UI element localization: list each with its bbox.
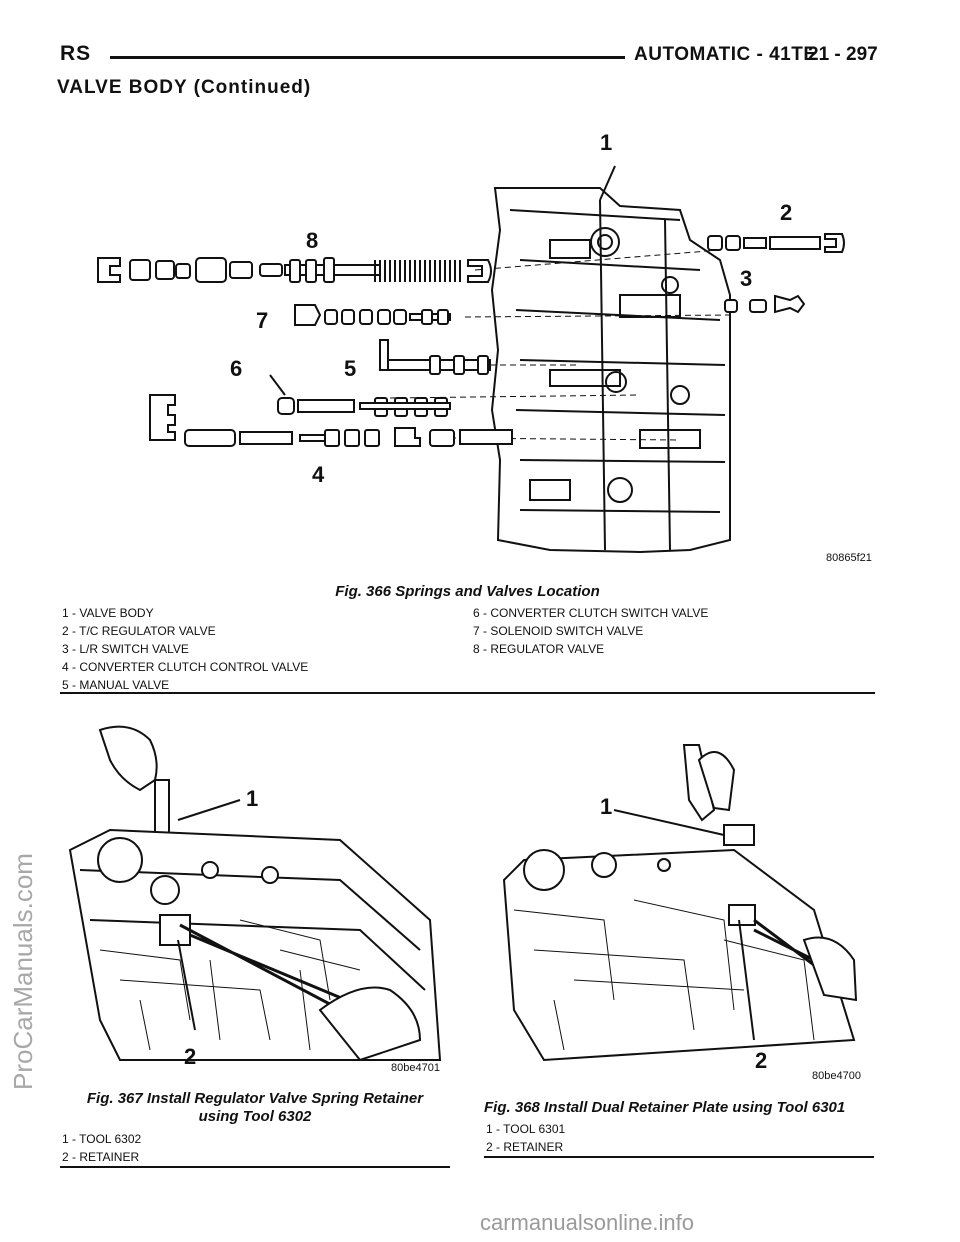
section-title: VALVE BODY (Continued) xyxy=(57,77,312,98)
fig367-code: 80be4701 xyxy=(391,1062,440,1074)
fig366-legend-left: 1 - VALVE BODY 2 - T/C REGULATOR VALVE 3… xyxy=(62,604,308,694)
fig366-callout-2: 2 xyxy=(780,200,793,225)
legend-item: 7 - SOLENOID SWITCH VALVE xyxy=(473,624,644,638)
pliers-hand-drawing xyxy=(802,936,858,1002)
fig368-rule xyxy=(484,1156,874,1158)
fig367-callout-1: 1 xyxy=(246,786,259,811)
fig368-legend: 1 - TOOL 6301 2 - RETAINER xyxy=(486,1120,565,1156)
legend-item: 3 - L/R SWITCH VALVE xyxy=(62,642,189,656)
legend-item: 2 - RETAINER xyxy=(62,1150,140,1164)
header-page-number: 21 - 297 xyxy=(808,44,878,65)
solenoid-switch-valve-parts xyxy=(294,304,451,326)
footer-watermark: carmanualsonline.info xyxy=(480,1210,695,1235)
fig367-rule xyxy=(60,1166,450,1168)
tool-6301-drawing xyxy=(723,824,755,846)
fig368-code: 80be4700 xyxy=(812,1070,861,1082)
fig366-illustration xyxy=(97,165,845,554)
fig366-callout-4: 4 xyxy=(312,462,325,487)
fig368-callout-2: 2 xyxy=(755,1048,768,1073)
fig366-callout-5: 5 xyxy=(344,356,357,381)
legend-item: 4 - CONVERTER CLUTCH CONTROL VALVE xyxy=(62,660,309,674)
legend-item: 1 - VALVE BODY xyxy=(62,606,154,620)
manual-valve-parts xyxy=(379,339,491,375)
fig366-callout-3: 3 xyxy=(740,266,753,291)
fig367-illustration xyxy=(68,725,442,1062)
header-rule xyxy=(110,56,625,59)
fig368-illustration xyxy=(502,744,858,1062)
header-chapter-title: AUTOMATIC - 41TE xyxy=(634,44,817,65)
fig366-caption: Fig. 366 Springs and Valves Location xyxy=(335,583,600,600)
tc-regulator-valve-parts xyxy=(707,233,845,253)
fig366-legend-right: 6 - CONVERTER CLUTCH SWITCH VALVE 7 - SO… xyxy=(473,604,708,658)
fig367-caption-line2: using Tool 6302 xyxy=(198,1108,312,1125)
hand-drawing xyxy=(98,725,158,792)
regulator-spring xyxy=(374,260,461,282)
lr-switch-valve-parts xyxy=(724,294,806,314)
fig368-callout-1: 1 xyxy=(600,794,613,819)
legend-item: 8 - REGULATOR VALVE xyxy=(473,642,605,656)
fig366-callout-1: 1 xyxy=(600,130,613,155)
legend-item: 5 - MANUAL VALVE xyxy=(62,678,170,692)
legend-item: 6 - CONVERTER CLUTCH SWITCH VALVE xyxy=(473,606,709,620)
finger-drawing xyxy=(682,744,716,822)
fig368-caption: Fig. 368 Install Dual Retainer Plate usi… xyxy=(484,1099,846,1116)
fig366-code: 80865f21 xyxy=(826,552,872,564)
header-section-code: RS xyxy=(60,42,92,65)
fig367-legend: 1 - TOOL 6302 2 - RETAINER xyxy=(62,1130,141,1166)
legend-item: 2 - RETAINER xyxy=(486,1140,564,1154)
legend-item: 2 - T/C REGULATOR VALVE xyxy=(62,624,216,638)
legend-item: 1 - TOOL 6301 xyxy=(486,1122,566,1136)
side-watermark: ProCarManuals.com xyxy=(8,853,38,1090)
fig366-rule xyxy=(60,692,875,694)
legend-item: 1 - TOOL 6302 xyxy=(62,1132,142,1146)
fig367-callout-2: 2 xyxy=(184,1044,197,1069)
fig367-caption-line1: Fig. 367 Install Regulator Valve Spring … xyxy=(86,1090,424,1107)
fig366-callout-7: 7 xyxy=(256,308,269,333)
converter-clutch-switch-valve-parts xyxy=(277,397,451,417)
fig366-callout-6: 6 xyxy=(230,356,243,381)
converter-clutch-control-valve-parts xyxy=(149,394,513,447)
valve-body-drawing xyxy=(490,187,731,554)
regulator-valve-parts xyxy=(97,257,381,283)
pliers-hand-drawing xyxy=(318,986,422,1062)
fig366-callout-8: 8 xyxy=(306,228,319,253)
